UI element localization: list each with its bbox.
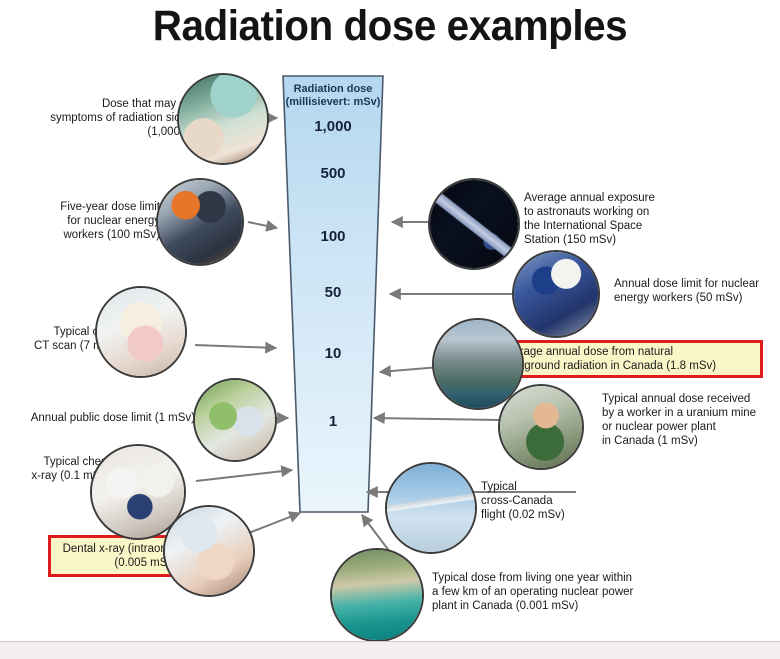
caption-annual-public-limit: Annual public dose limit (1 mSv) [30, 412, 195, 424]
caption-living-near-npp: Typical dose from living one year within… [432, 572, 634, 612]
funnel-header: Radiation dose (millisievert: mSv) [285, 83, 381, 108]
photo-dentist-taking-dental-xray [163, 505, 255, 597]
photo-woman-worker-at-desk [498, 384, 584, 470]
photo-aerial-view-of-coastline [330, 548, 424, 642]
funnel-shape [282, 75, 384, 513]
photo-patient-in-treatment-room [177, 73, 269, 165]
photo-airplane-in-flight [385, 462, 477, 554]
highlight-natural-background-text: Average annual dose from natural backgro… [500, 346, 717, 372]
photo-worker-with-orange-hard-hat [156, 178, 244, 266]
funnel-scale-1000: 1,000 [314, 118, 352, 135]
caption-five-year-limit: Five-year dose limit for nuclear energy … [60, 201, 160, 241]
photo-patient-in-ct-scanner [95, 286, 187, 378]
bottom-strip [0, 641, 780, 659]
funnel-scale-10: 10 [324, 345, 342, 362]
photo-family-outdoors [193, 378, 277, 462]
photo-international-space-station [428, 178, 520, 270]
page-title: Radiation dose examples [152, 2, 628, 50]
caption-astronauts-iss: Average annual exposure to astronauts wo… [524, 192, 655, 246]
photo-nuclear-worker-with-white-hard-hat [512, 250, 600, 338]
caption-uranium-mine-worker: Typical annual dose received by a worker… [602, 393, 757, 447]
funnel-scale-50: 50 [324, 284, 342, 301]
funnel-scale-500: 500 [320, 165, 346, 182]
highlight-natural-background: Average annual dose from natural backgro… [489, 340, 763, 378]
caption-cross-canada-flight: Typical cross-Canada flight (0.02 mSv) [481, 481, 565, 521]
funnel-scale-100: 100 [320, 228, 346, 245]
funnel-scale-1: 1 [328, 413, 338, 430]
caption-annual-nuclear-worker-limit: Annual dose limit for nuclear energy wor… [614, 278, 760, 304]
